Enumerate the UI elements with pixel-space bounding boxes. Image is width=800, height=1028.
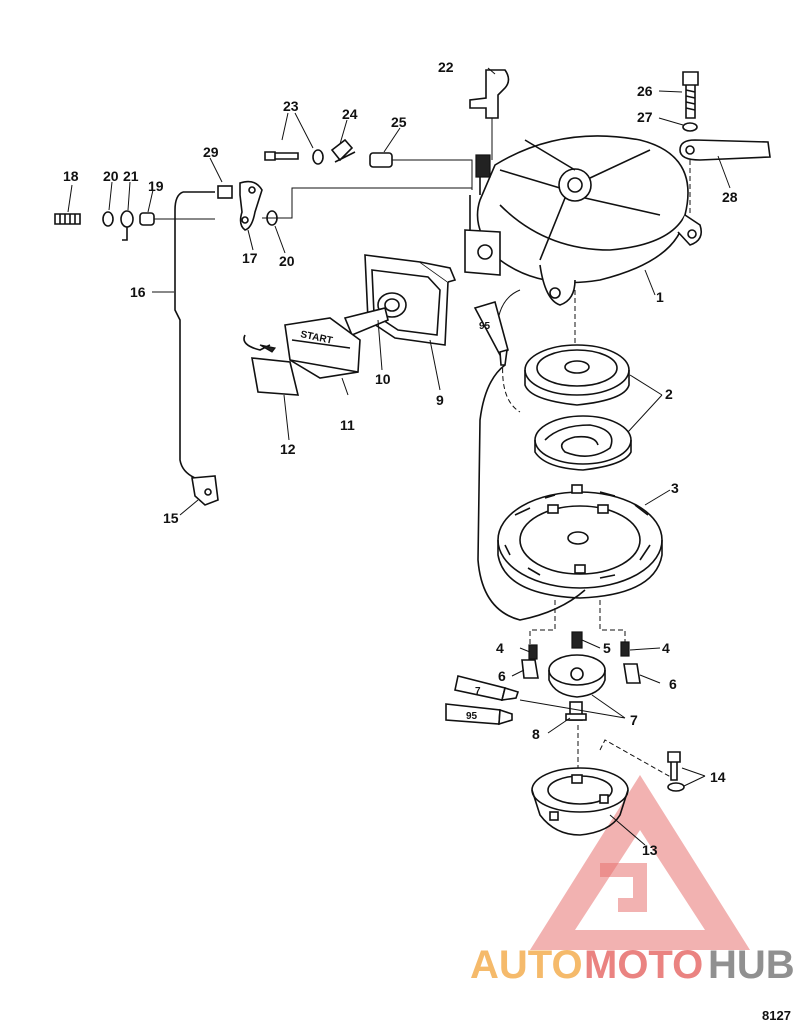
callout-18: 18 [63, 168, 79, 184]
callout-2: 2 [665, 386, 673, 402]
callout-4-left: 4 [496, 640, 504, 656]
sealant-label-upper: 95 [479, 321, 491, 332]
callout-28: 28 [722, 189, 738, 205]
plunger-parts [264, 138, 491, 190]
callout-14: 14 [710, 769, 726, 785]
callout-20-left: 20 [103, 168, 119, 184]
leader-lines [67, 67, 731, 846]
watermark-hub: HUB [708, 943, 795, 987]
callout-1: 1 [656, 289, 664, 305]
callout-8: 8 [532, 726, 540, 742]
callout-11: 11 [340, 417, 355, 433]
sealant-tube-upper: 95 [473, 300, 509, 366]
callout-21: 21 [123, 168, 139, 184]
callout-10: 10 [375, 371, 391, 387]
callout-9: 9 [436, 392, 444, 408]
callout-12: 12 [280, 441, 296, 457]
callout-16: 16 [130, 284, 146, 300]
callout-24: 24 [342, 106, 358, 122]
callout-7: 7 [630, 712, 638, 728]
callout-22: 22 [438, 59, 454, 75]
start-button-housing: START [243, 254, 457, 396]
pawl-assembly [521, 631, 641, 721]
callout-5: 5 [603, 640, 611, 656]
linkage-lever [217, 180, 472, 231]
figure-reference: 8127 [762, 1008, 791, 1023]
callout-29: 29 [203, 144, 219, 160]
callout-17: 17 [242, 250, 258, 266]
callout-6-right: 6 [669, 676, 677, 692]
assembly-line-lower [577, 725, 677, 790]
assembly-line-pawls [529, 600, 626, 650]
watermark-moto: MOTO [584, 943, 703, 987]
callout-3: 3 [671, 480, 679, 496]
lockout-bracket [469, 69, 510, 160]
callout-20-right: 20 [279, 253, 295, 269]
callout-26: 26 [637, 83, 653, 99]
callout-6-left: 6 [498, 668, 506, 684]
grease-label: 7 [475, 686, 481, 697]
sealant-label-lower: 95 [466, 711, 478, 722]
watermark-auto: AUTO [470, 943, 583, 987]
callout-19: 19 [148, 178, 164, 194]
small-hardware [54, 210, 215, 241]
tubes-lower: 7 95 [445, 675, 520, 726]
callout-labels: 1 2 3 4 4 5 6 6 7 8 9 10 11 12 13 14 15 … [63, 59, 738, 858]
drive-cup [531, 751, 685, 836]
callout-23: 23 [283, 98, 299, 114]
callout-25: 25 [391, 114, 407, 130]
watermark-text: AUTO MOTO HUB [470, 943, 795, 987]
callout-4-right: 4 [662, 640, 670, 656]
callout-15: 15 [163, 510, 179, 526]
rope-pulley [497, 484, 663, 599]
callout-27: 27 [637, 109, 653, 125]
sealant-path-upper [502, 359, 521, 413]
top-hardware [679, 71, 771, 215]
watermark-logo [530, 775, 750, 950]
rewind-spring [524, 344, 632, 471]
callout-13: 13 [642, 842, 658, 858]
link-rod [174, 191, 219, 506]
starter-housing [464, 135, 703, 306]
